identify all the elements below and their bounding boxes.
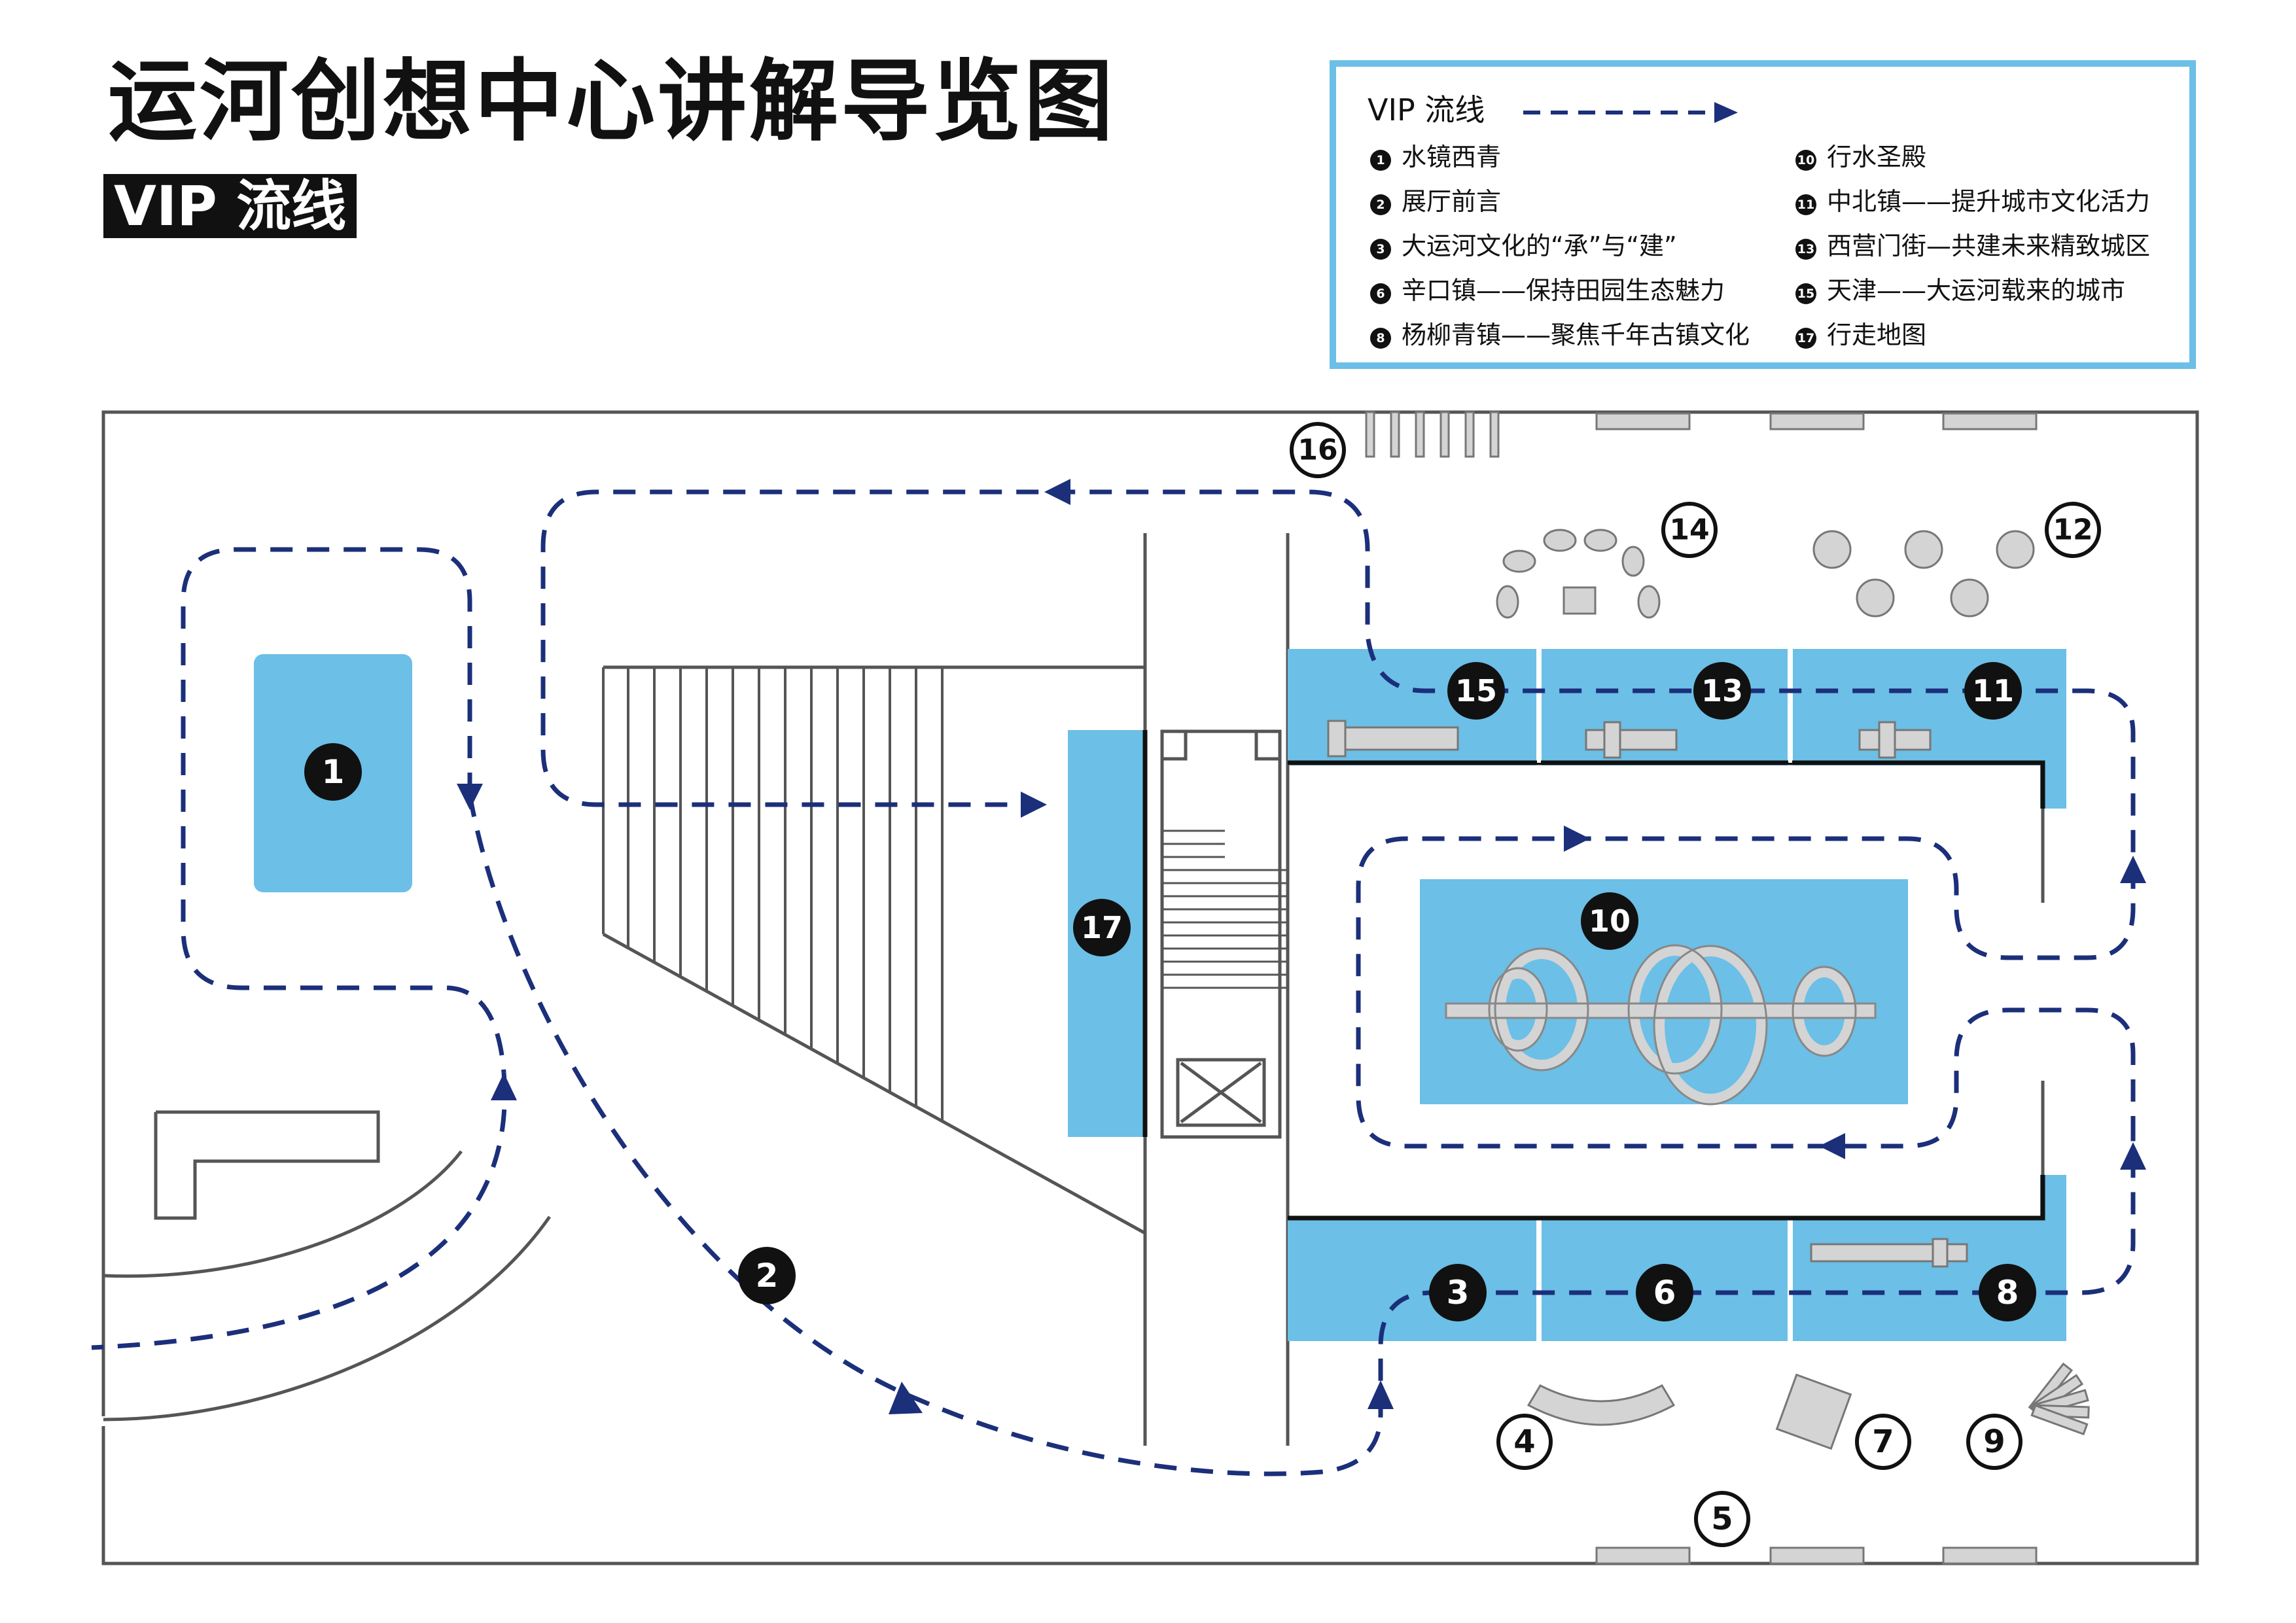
marker-12: 12 xyxy=(2045,502,2101,558)
stair-treads xyxy=(602,667,944,1121)
route-subtitle: VIP 流线 xyxy=(103,174,357,238)
marker-2: 2 xyxy=(738,1247,796,1304)
legend-item-number: 3 xyxy=(1370,239,1391,260)
legend-item-label: 水镜西青 xyxy=(1402,143,1502,171)
marker-9: 9 xyxy=(1966,1414,2022,1470)
marker-13: 13 xyxy=(1693,662,1751,720)
legend-item-number: 17 xyxy=(1795,328,1816,349)
outer-wall xyxy=(101,410,2199,1565)
zone-3 xyxy=(1288,1218,1536,1341)
marker-label: 10 xyxy=(1589,903,1631,939)
legend-item-number: 11 xyxy=(1795,194,1816,215)
marker-6: 6 xyxy=(1636,1264,1693,1321)
page-title: 运河创想中心讲解导览图 xyxy=(108,50,1116,154)
exhibit-objects xyxy=(1327,529,2090,1450)
square-table xyxy=(1775,1373,1852,1450)
route-arrows xyxy=(457,479,2146,1414)
wall-openings xyxy=(1365,411,2038,1565)
marker-label: 4 xyxy=(1513,1423,1535,1460)
legend-item-label: 展厅前言 xyxy=(1402,187,1502,216)
legend-item: 17 行走地图 xyxy=(1795,322,1926,349)
legend-item-number: 6 xyxy=(1370,283,1391,304)
marker-label: 14 xyxy=(1669,514,1709,547)
marker-label: 15 xyxy=(1455,673,1497,708)
legend-item-number: 15 xyxy=(1795,283,1816,304)
marker-8: 8 xyxy=(1979,1264,2036,1321)
marker-label: 9 xyxy=(1983,1423,2005,1460)
legend-item-number: 13 xyxy=(1795,239,1816,260)
marker-16: 16 xyxy=(1290,422,1346,478)
marker-label: 2 xyxy=(756,1257,779,1295)
legend-item: 13 西营门街—共建未来精致城区 xyxy=(1795,233,2150,260)
legend-item-number: 2 xyxy=(1370,194,1391,215)
legend-item: 6 辛口镇——保持田园生态魅力 xyxy=(1370,277,1725,304)
legend-route-line-icon xyxy=(1523,102,1738,123)
marker-10: 10 xyxy=(1581,892,1638,950)
legend-item: 11 中北镇——提升城市文化活力 xyxy=(1795,188,2150,215)
marker-11: 11 xyxy=(1964,662,2022,720)
core-stairs xyxy=(1163,829,1286,989)
marker-7: 7 xyxy=(1855,1414,1911,1470)
marker-label: 17 xyxy=(1081,910,1123,945)
seating-14 xyxy=(1496,529,1661,619)
legend-item: 8 杨柳青镇——聚焦千年古镇文化 xyxy=(1370,322,1750,349)
legend-item-label: 辛口镇——保持田园生态魅力 xyxy=(1402,276,1725,305)
legend-item: 2 展厅前言 xyxy=(1370,188,1501,215)
curved-wall-outer xyxy=(103,1215,552,1422)
legend-item: 10 行水圣殿 xyxy=(1795,144,1926,171)
legend-item-label: 西营门街—共建未来精致城区 xyxy=(1827,232,2151,260)
vip-route xyxy=(91,489,2136,1476)
elevator xyxy=(1176,1058,1266,1127)
legend-item: 15 天津——大运河载来的城市 xyxy=(1795,277,2125,304)
legend-item-label: 杨柳青镇——聚焦千年古镇文化 xyxy=(1402,321,1750,349)
filled-markers: 1 2 3 6 8 10 11 13 15 17 xyxy=(304,662,2036,1321)
curved-wall-inner xyxy=(103,1150,463,1278)
curved-bench xyxy=(1527,1384,1676,1426)
legend-item-number: 10 xyxy=(1795,150,1816,171)
marker-label: 16 xyxy=(1298,434,1337,467)
marker-17: 17 xyxy=(1073,899,1131,956)
marker-5: 5 xyxy=(1694,1491,1750,1547)
marker-label: 3 xyxy=(1447,1274,1470,1312)
marker-4: 4 xyxy=(1496,1414,1553,1470)
legend-route-label: VIP 流线 xyxy=(1368,92,1485,128)
stair-core xyxy=(1160,729,1282,1139)
marker-label: 12 xyxy=(2053,514,2093,547)
legend-panel: VIP 流线 1 水镜西青 2 展厅前言 3 大运河文化的“承”与“建” 6 辛口镇——… xyxy=(1330,60,2196,369)
marker-label: 8 xyxy=(1996,1274,2019,1312)
outlined-markers: 4 5 7 9 12 14 16 xyxy=(1290,422,2101,1547)
marker-label: 13 xyxy=(1701,673,1743,708)
legend-item: 1 水镜西青 xyxy=(1370,144,1501,171)
marker-label: 6 xyxy=(1653,1274,1676,1312)
legend-item-label: 行水圣殿 xyxy=(1827,143,1927,171)
rings-outline xyxy=(1488,944,1857,1106)
fan-object xyxy=(2028,1362,2090,1436)
legend-item-number: 1 xyxy=(1370,150,1391,171)
legend-item: 3 大运河文化的“承”与“建” xyxy=(1370,233,1677,260)
legend-item-label: 天津——大运河载来的城市 xyxy=(1827,276,2126,305)
legend-item-label: 行走地图 xyxy=(1827,321,1927,349)
marker-label: 1 xyxy=(322,753,345,791)
marker-1: 1 xyxy=(304,743,362,801)
marker-label: 5 xyxy=(1711,1501,1733,1537)
marker-label: 7 xyxy=(1872,1423,1894,1460)
legend-item-label: 中北镇——提升城市文化活力 xyxy=(1827,187,2151,216)
marker-15: 15 xyxy=(1447,662,1505,720)
legend-item-number: 8 xyxy=(1370,328,1391,349)
seating-12 xyxy=(1812,530,2035,618)
legend-item-label: 大运河文化的“承”与“建” xyxy=(1402,232,1677,260)
marker-label: 11 xyxy=(1972,673,2014,708)
l-shaped-wall xyxy=(154,1110,380,1220)
marker-14: 14 xyxy=(1661,502,1718,558)
marker-3: 3 xyxy=(1429,1264,1487,1321)
